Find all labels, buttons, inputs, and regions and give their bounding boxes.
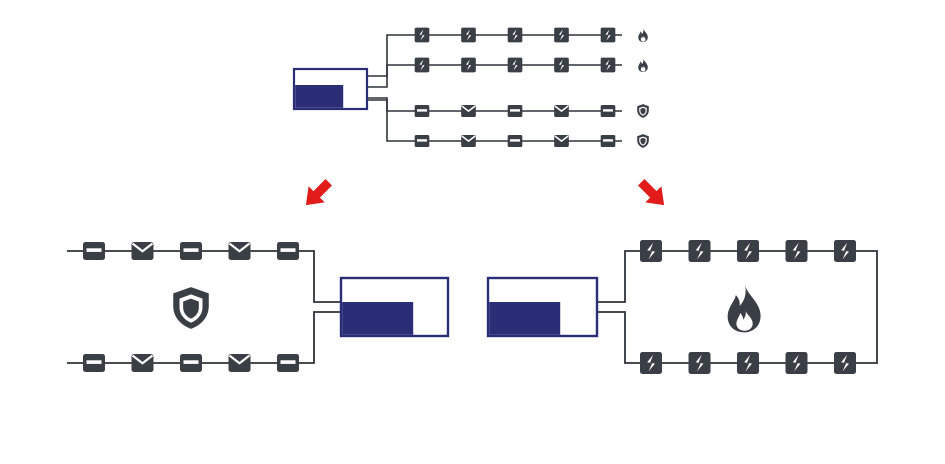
lightning-node-icon [737,240,759,262]
packet-node-icon [83,242,105,260]
lightning-node-icon [507,27,523,43]
packet-node-icon [600,105,616,117]
envelope-node-icon [227,240,252,262]
malicious-buffer-fill [489,302,561,335]
packet-node-icon [414,105,430,117]
envelope-node-icon [460,134,477,148]
lightning-node-icon [785,352,808,374]
lightning-node-icon [461,27,476,43]
packet-node-icon [180,354,202,372]
split-arrows [297,174,673,214]
packet-node-icon [277,354,299,372]
flame-icon [638,58,648,73]
overview-lane-line [367,34,622,77]
packet-node-icon [414,135,430,147]
flame-icon [638,28,648,43]
overview-lane-line [367,64,622,88]
packet-node-icon [600,135,616,147]
red-arrow-icon [297,174,337,214]
packet-node-icon [277,242,299,260]
lightning-node-icon [600,27,616,43]
packet-node-icon [507,105,523,117]
envelope-node-icon [130,352,155,374]
packet-node-icon [83,354,105,372]
lightning-node-icon [640,352,662,374]
envelope-node-icon [227,352,252,374]
envelope-node-icon [553,104,570,118]
packet-node-icon [180,242,202,260]
lightning-node-icon [834,352,856,374]
lightning-node-icon [600,57,616,73]
overview-connector-lines [367,34,622,142]
overview-lane-line [367,97,622,112]
malicious-traffic-panel [486,240,878,374]
lightning-node-icon [785,240,808,262]
lightning-node-icon [737,352,759,374]
malicious-connector-lines [597,250,878,364]
overview-buffer-fill [295,85,344,108]
envelope-node-icon [553,134,570,148]
secure-traffic-panel [67,240,450,374]
lightning-node-icon [688,240,711,262]
envelope-node-icon [460,104,477,118]
envelope-node-icon [130,240,155,262]
secure-buffer-fill [342,302,414,335]
lightning-node-icon [640,240,662,262]
overview-splitter [292,27,649,148]
shield-icon [173,287,209,329]
lightning-node-icon [554,57,569,73]
overview-node-grid [414,27,649,148]
lightning-node-icon [554,27,569,43]
overview-lane-line [367,99,622,142]
lightning-node-icon [834,240,856,262]
packet-node-icon [507,135,523,147]
shield-icon [637,104,649,118]
lightning-node-icon [414,27,430,43]
lightning-node-icon [461,57,476,73]
flame-icon [727,284,761,333]
lightning-node-icon [688,352,711,374]
lightning-node-icon [507,57,523,73]
shield-icon [637,134,649,148]
lightning-node-icon [414,57,430,73]
red-arrow-icon [633,174,673,214]
